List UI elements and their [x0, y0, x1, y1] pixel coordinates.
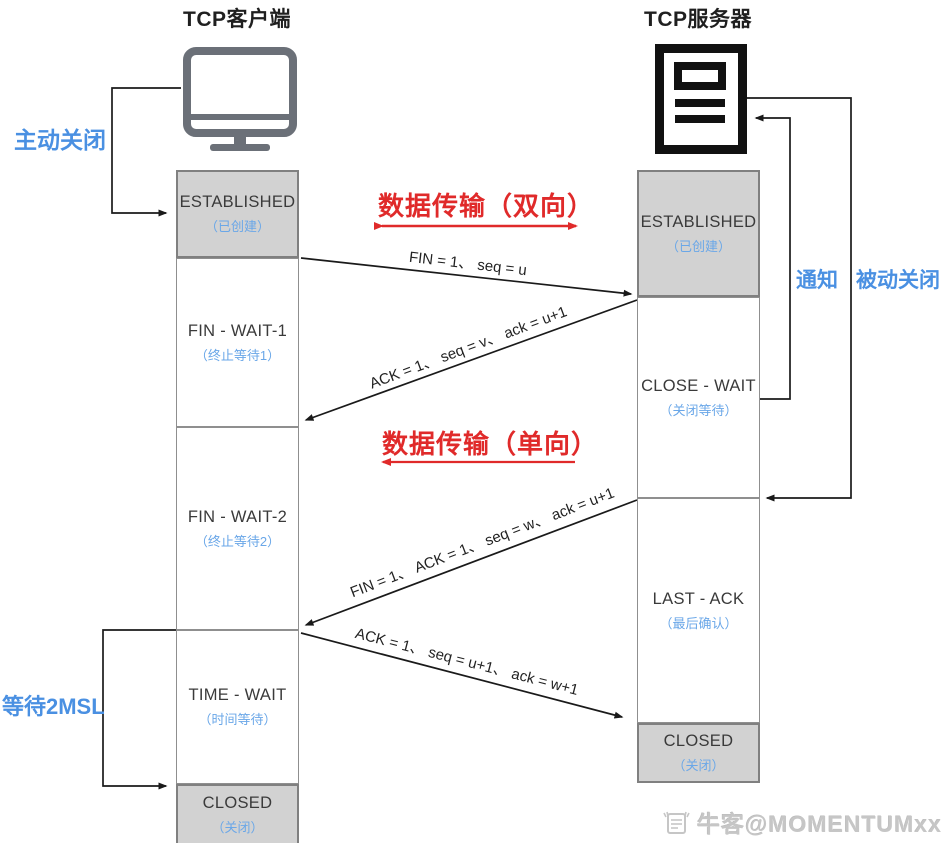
client-state-closed: CLOSED （关闭） [176, 784, 299, 843]
msg-fin-ack-seq-w: FIN = 1、 ACK = 1、 seq = w、 ack = u+1 [347, 484, 617, 602]
wait-2msl-connector [102, 629, 177, 790]
msg-ack-seq-v: ACK = 1、 seq = v、 ack = u+1 [367, 303, 570, 393]
msg-fin-seq-u: FIN = 1、 seq = u [408, 248, 528, 280]
active-close-label: 主动关闭 [14, 127, 106, 153]
client-title: TCP客户端 [183, 8, 291, 31]
server-state-closed: CLOSED （关闭） [637, 723, 760, 783]
ack-seq-v-arrow [304, 299, 638, 421]
watermark-text: 牛客@MOMENTUMxx [697, 811, 942, 837]
unidirectional-transfer-label: 数据传输（单向） [382, 429, 599, 459]
server-title: TCP服务器 [644, 8, 752, 31]
client-state-time-wait: TIME - WAIT （时间等待） [176, 630, 299, 784]
client-state-fin-wait-2: FIN - WAIT-2 （终止等待2） [176, 427, 299, 630]
passive-close-label: 被动关闭 [856, 269, 940, 292]
msg-last-ack: ACK = 1、 seq = u+1、 ack = w+1 [353, 624, 581, 699]
client-state-fin-wait-1: FIN - WAIT-1 （终止等待1） [176, 258, 299, 427]
notify-connector [754, 114, 791, 400]
server-state-close-wait: CLOSE - WAIT （关闭等待） [637, 297, 760, 498]
server-state-last-ack: LAST - ACK （最后确认） [637, 498, 760, 723]
client-state-established: ESTABLISHED （已创建） [176, 170, 299, 258]
notify-label: 通知 [796, 269, 838, 292]
fin-ack-seq-w-arrow [304, 499, 638, 626]
bidirectional-transfer-label: 数据传输（双向） [378, 191, 595, 221]
niuke-logo-icon [663, 809, 690, 836]
watermark: 牛客@MOMENTUMxx [663, 805, 942, 839]
server-icon [655, 44, 747, 159]
last-ack-arrow [300, 632, 624, 719]
passive-close-connector [746, 97, 852, 502]
active-close-connector [111, 87, 181, 217]
client-monitor-icon [182, 46, 298, 159]
server-state-established: ESTABLISHED （已创建） [637, 170, 760, 297]
wait-2msl-label: 等待2MSL [2, 694, 105, 719]
